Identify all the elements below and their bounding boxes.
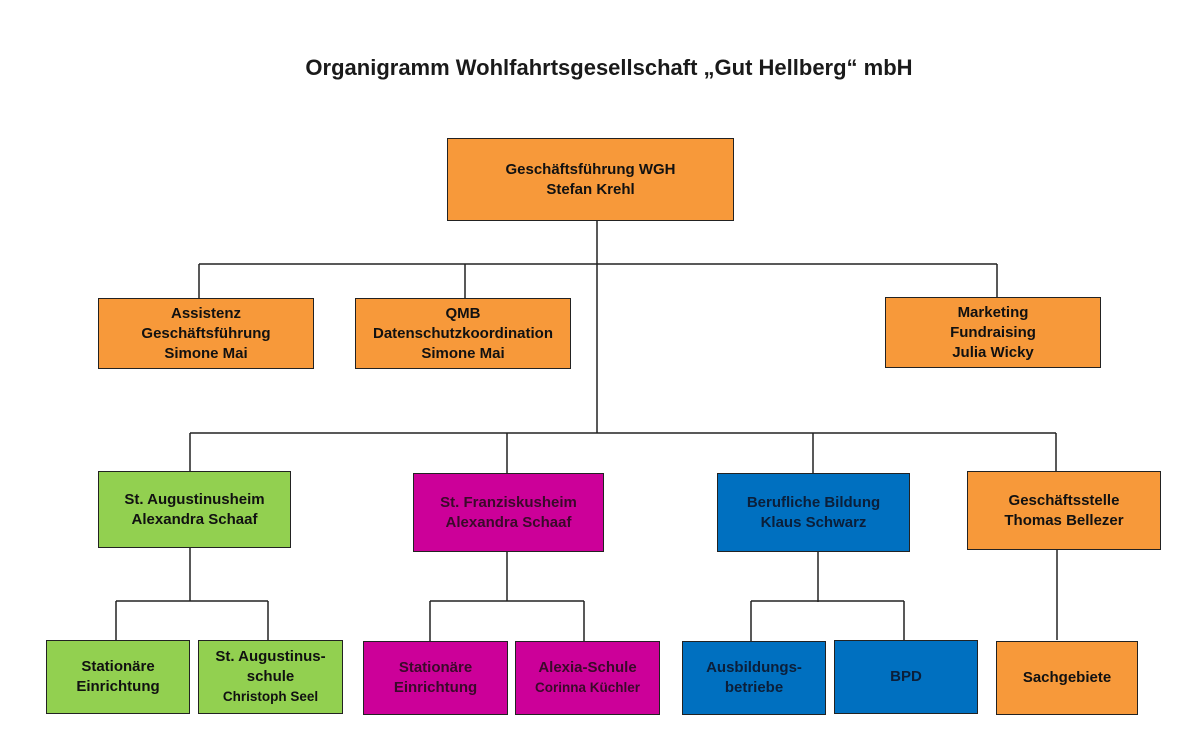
node-title: betriebe — [724, 679, 784, 696]
node-title: Stationäre — [398, 659, 473, 676]
node-title: Assistenz — [170, 304, 242, 322]
node-person: Christoph Seel — [222, 689, 319, 704]
node-title: St. Augustinus- — [215, 648, 326, 665]
node-person: Corinna Küchler — [534, 680, 640, 695]
node-sachgebiete: Sachgebiete — [996, 641, 1138, 715]
node-title: schule — [246, 668, 295, 685]
node-person: Klaus Schwarz — [760, 513, 867, 531]
node-subtitle: Fundraising — [950, 323, 1036, 341]
node-person: Julia Wicky — [952, 343, 1034, 361]
node-title: Sachgebiete — [1022, 669, 1112, 686]
node-subtitle: Geschäftsführung — [141, 324, 271, 342]
node-geschaeftsfuehrung: Geschäftsführung WGH Stefan Krehl — [447, 138, 734, 221]
node-subtitle: Datenschutzkoordination — [372, 324, 553, 342]
node-person: Alexandra Schaaf — [445, 513, 572, 531]
node-person: Simone Mai — [164, 344, 248, 362]
node-title: Einrichtung — [393, 679, 478, 696]
node-person: Stefan Krehl — [546, 180, 635, 198]
node-title: St. Augustinusheim — [124, 490, 265, 508]
node-ausbildungsbetriebe: Ausbildungs-betriebe — [682, 641, 826, 715]
node-title: Marketing — [957, 303, 1029, 321]
node-person: Simone Mai — [421, 344, 505, 362]
node-title: Geschäftsführung WGH — [505, 160, 676, 178]
node-person: Alexandra Schaaf — [131, 510, 258, 528]
node-title: Ausbildungs- — [706, 659, 802, 676]
node-title: Alexia-Schule — [538, 659, 637, 676]
node-title: St. Franziskusheim — [440, 493, 577, 511]
chart-title: Organigramm Wohlfahrtsgesellschaft „Gut … — [305, 55, 913, 80]
node-title: Geschäftsstelle — [1008, 491, 1120, 509]
node-bpd: BPD — [834, 640, 978, 714]
node-person: Thomas Bellezer — [1004, 511, 1124, 529]
node-title: Stationäre — [81, 658, 155, 675]
node-title: QMB — [445, 304, 481, 322]
node-title: Einrichtung — [76, 678, 160, 695]
node-title: Berufliche Bildung — [746, 493, 881, 511]
node-title: BPD — [890, 668, 922, 685]
